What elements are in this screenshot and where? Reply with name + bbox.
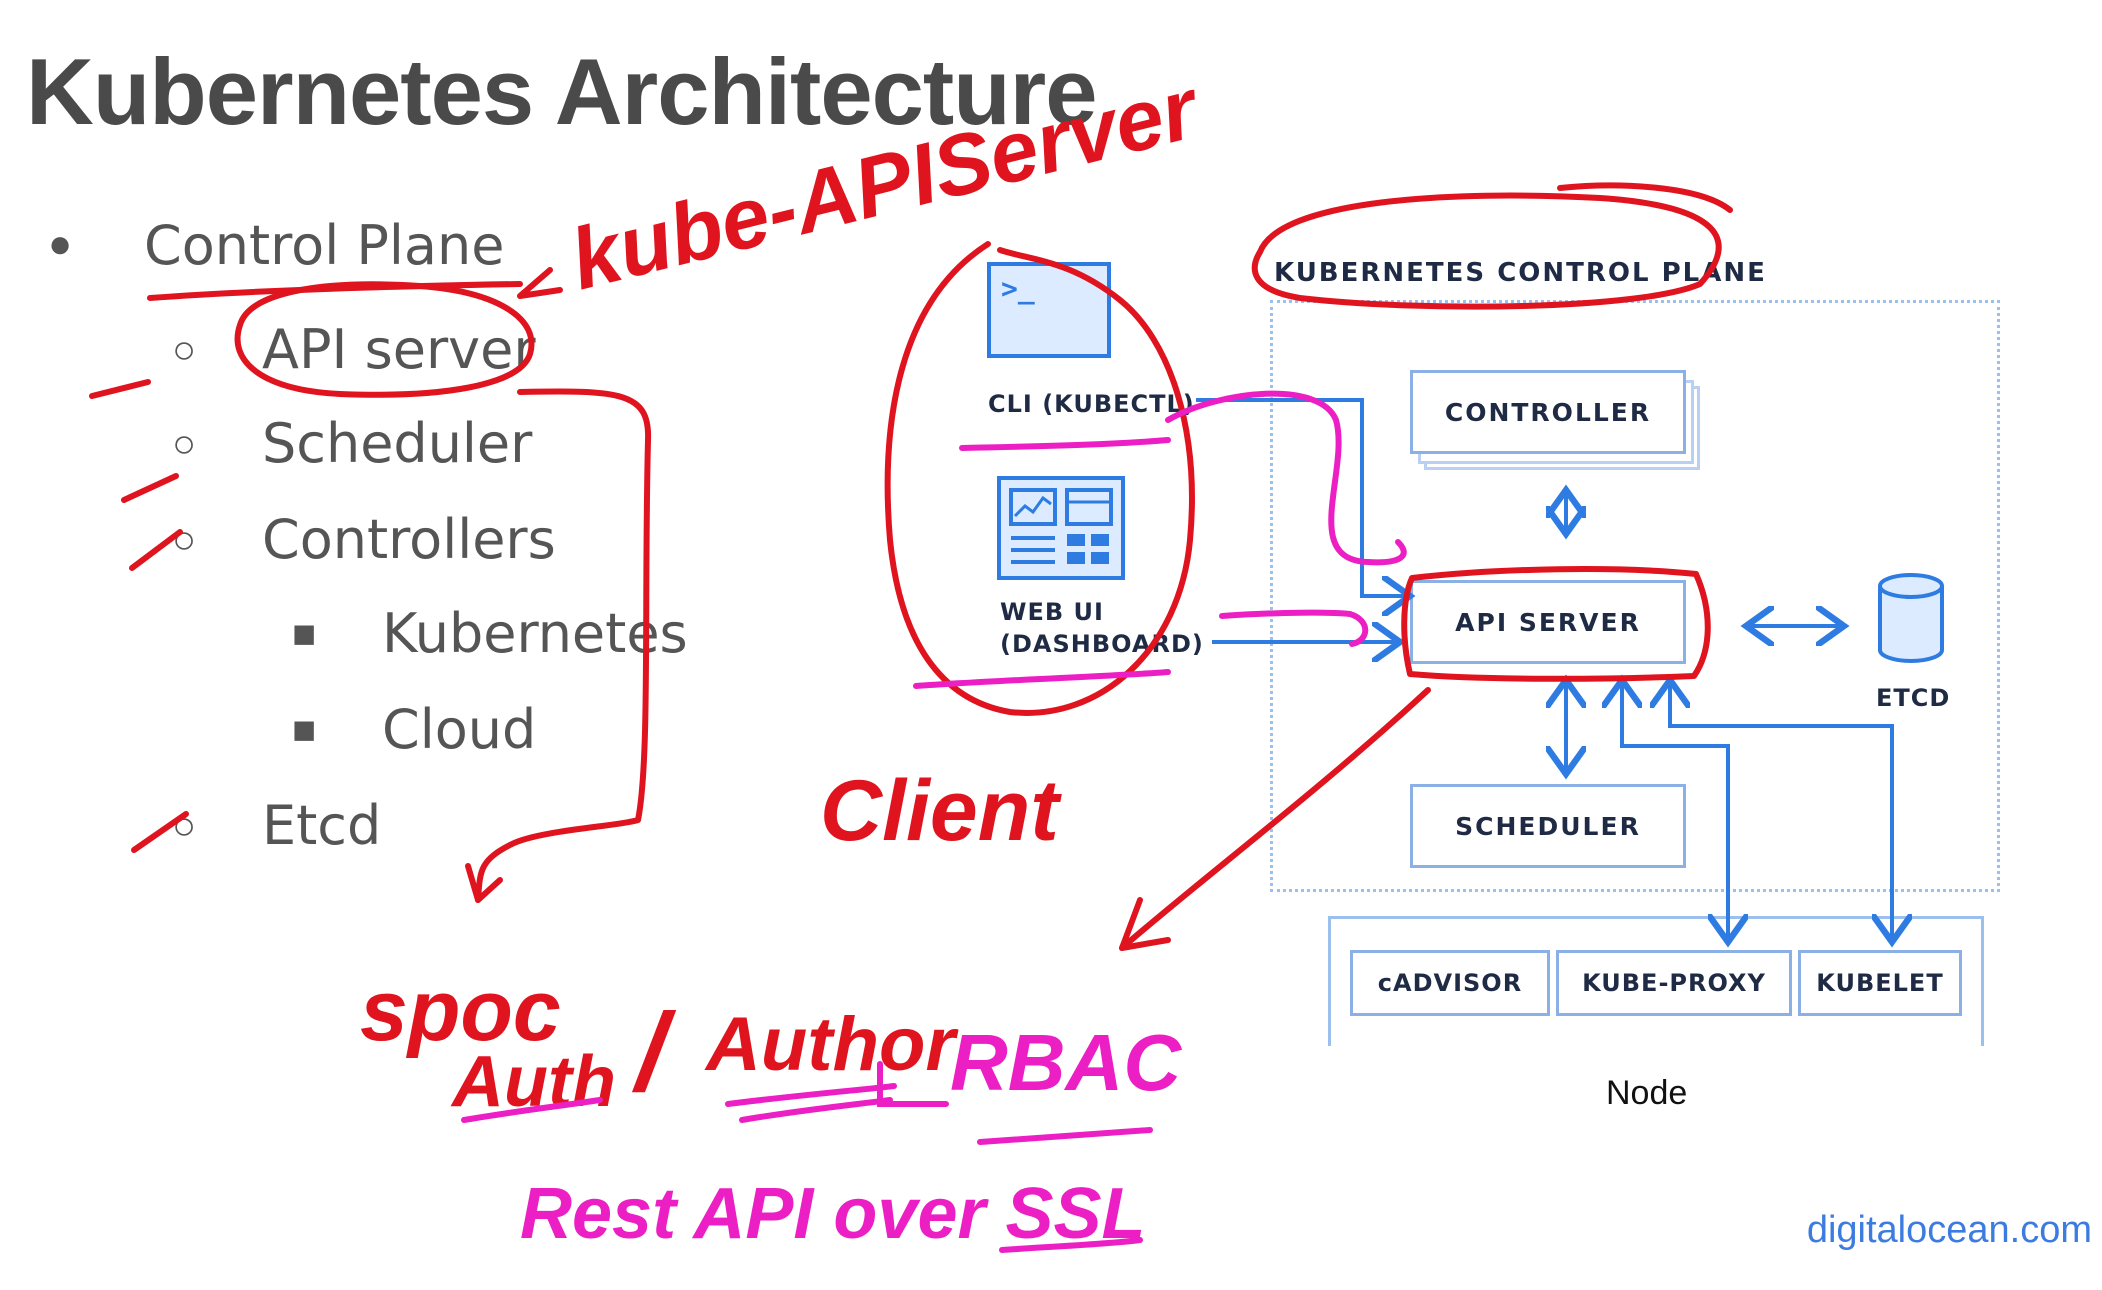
controller-box: CONTROLLER (1410, 370, 1686, 454)
strike-auth (461, 1097, 603, 1123)
controller-label: CONTROLLER (1444, 397, 1652, 427)
kubelet-box: KUBELET (1798, 950, 1962, 1016)
note-client: Client (820, 763, 1062, 859)
underline-cli (959, 437, 1171, 451)
api-server-label: API SERVER (1455, 607, 1641, 637)
arrow-to-kubeapiserver (517, 267, 563, 299)
cli-connector (1196, 398, 1406, 596)
webui-to-api-curve (1219, 609, 1369, 647)
rbac-arrow (877, 1061, 949, 1107)
kube-proxy-label: KUBE-PROXY (1582, 969, 1766, 997)
cadvisor-label: cADVISOR (1377, 969, 1523, 997)
note-rbac: RBAC (950, 1018, 1182, 1107)
node-caption: Node (1606, 1074, 1688, 1112)
terminal-prompt: >_ (1001, 272, 1035, 305)
box-api-server (1401, 566, 1711, 682)
scheduler-box: SCHEDULER (1410, 784, 1686, 868)
scheduler-label: SCHEDULER (1455, 811, 1641, 841)
bullet-circle-icon: ○ (172, 518, 197, 562)
outline-controllers: Controllers (262, 508, 556, 571)
outline-api-server: API server (262, 318, 536, 381)
bullet-square-icon: ■ (292, 708, 317, 752)
cli-label: CLI (KUBECTL) (988, 390, 1195, 418)
bullet-dot-icon: ● (48, 222, 73, 266)
bullet-square-icon: ■ (292, 612, 317, 656)
underline-ssl (999, 1237, 1143, 1253)
note-spoc: spoc (360, 963, 561, 1059)
check-scheduler (121, 473, 179, 503)
circle-control-plane-label (1251, 192, 1722, 310)
control-plane-label: KUBERNETES CONTROL PLANE (1274, 258, 1767, 288)
circle-clients (884, 241, 1195, 716)
dashboard-icon (997, 476, 1125, 580)
cadvisor-box: cADVISOR (1350, 950, 1550, 1016)
outline-scheduler: Scheduler (262, 412, 533, 475)
bullet-circle-icon: ○ (172, 328, 197, 372)
webui-label-line2: (DASHBOARD) (1000, 630, 1204, 658)
outline-kubernetes: Kubernetes (382, 602, 688, 665)
check-controllers (129, 529, 183, 571)
check-etcd (131, 811, 189, 853)
etcd-label: ETCD (1876, 684, 1951, 712)
source-link[interactable]: digitalocean.com (1806, 1209, 2092, 1251)
node-boundary (1328, 916, 1984, 1046)
note-kube-apiserver: kube-APIServer (561, 59, 1210, 308)
underline-rbac (977, 1127, 1153, 1145)
kube-proxy-box: KUBE-PROXY (1556, 950, 1792, 1016)
bullet-circle-icon: ○ (172, 804, 197, 848)
api-long-arrow (475, 388, 652, 903)
note-separator: / (631, 991, 677, 1114)
outline-control-plane: Control Plane (144, 214, 505, 277)
outline-etcd: Etcd (262, 794, 382, 857)
check-api (89, 379, 151, 399)
api-server-box: API SERVER (1410, 580, 1686, 664)
control-plane-boundary (1270, 300, 2000, 892)
underline-clients-bottom (913, 669, 1171, 689)
circle-api-server (234, 281, 535, 398)
bullet-circle-icon: ○ (172, 422, 197, 466)
note-author: Author (704, 1002, 959, 1087)
note-rest-api: Rest API over SSL (520, 1174, 1146, 1254)
page-title: Kubernetes Architecture (26, 39, 1097, 144)
kubelet-label: KUBELET (1816, 969, 1944, 997)
webui-label-line1: WEB UI (1000, 598, 1104, 626)
api-to-spec-arrow (1119, 687, 1431, 951)
database-icon (1878, 573, 1944, 663)
outline-cloud: Cloud (382, 698, 537, 761)
cli-to-api-curve (1165, 390, 1407, 566)
